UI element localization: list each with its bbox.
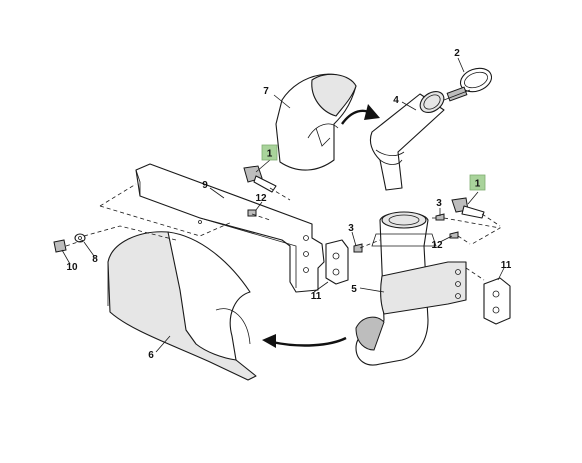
bolt-part-1-left [243, 165, 277, 193]
bolt-part-10 [53, 239, 67, 253]
small-bolt-part-12-right [449, 231, 459, 239]
pipe-part-5 [355, 211, 467, 366]
highlight-box-1b [469, 174, 486, 191]
elbow-part-7 [275, 73, 357, 171]
callout-8: 8 [92, 254, 98, 265]
bolt-part-1-right [451, 197, 485, 219]
callout-6: 6 [148, 350, 154, 361]
callout-2: 2 [454, 48, 460, 59]
callout-4: 4 [393, 95, 399, 106]
callout-11b: 11 [501, 260, 512, 271]
callout-3b: 3 [436, 198, 442, 209]
callout-1b: 1 [475, 179, 481, 190]
isolator-part-11-left [325, 239, 349, 285]
small-bolt-part-3-right [435, 213, 445, 221]
heat-shield-part-6 [107, 231, 257, 381]
callout-3a: 3 [348, 223, 354, 234]
pipe-part-4 [369, 90, 445, 191]
flow-arrow-bottom [262, 334, 347, 348]
callout-12a: 12 [255, 193, 267, 204]
flow-arrow-top [341, 104, 380, 125]
callout-10: 10 [66, 262, 78, 273]
callout-11a: 11 [311, 291, 322, 302]
callout-12b: 12 [431, 240, 443, 251]
highlight-box-1a [261, 144, 278, 161]
callout-7: 7 [263, 86, 269, 97]
assembly-lines [65, 183, 502, 281]
callout-5: 5 [351, 284, 357, 295]
leader-lines [61, 57, 505, 353]
clamp-part-2 [443, 67, 493, 102]
bracket-part-9 [135, 163, 325, 293]
isolator-part-11-right [483, 277, 511, 325]
callout-9: 9 [202, 180, 208, 191]
washer-part-8 [74, 233, 86, 243]
callout-1a: 1 [267, 149, 273, 160]
